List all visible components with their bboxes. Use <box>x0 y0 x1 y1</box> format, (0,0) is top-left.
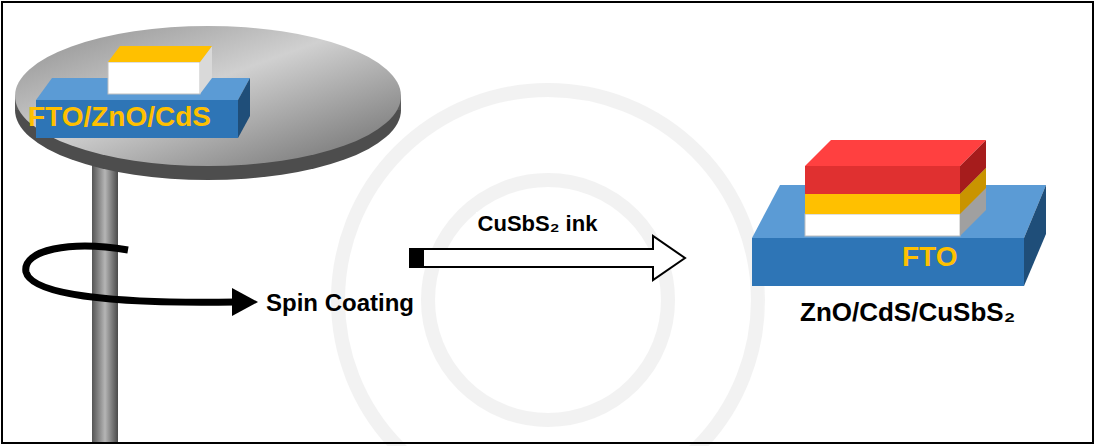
layer-stack: FTO/ZnO/CdS <box>15 22 405 442</box>
device-label: ZnO/CdS/CuSbS₂ <box>800 298 1015 327</box>
process-label: Spin Coating <box>266 290 414 316</box>
watermark <box>338 90 758 446</box>
process-arrow <box>410 236 685 280</box>
layer-label: FTO/ZnO/CdS <box>28 102 211 133</box>
device-stack <box>752 140 1046 286</box>
spinner-disk <box>15 26 401 180</box>
rotation-arrow <box>26 246 258 316</box>
arrow-body <box>410 236 685 280</box>
layer-label: FTO <box>902 242 957 273</box>
layer-stack: FTO <box>690 130 1060 300</box>
spinner-shaft <box>92 165 118 442</box>
arrow-label: CuSbS₂ ink <box>476 212 600 236</box>
arrow-tail <box>410 249 424 267</box>
